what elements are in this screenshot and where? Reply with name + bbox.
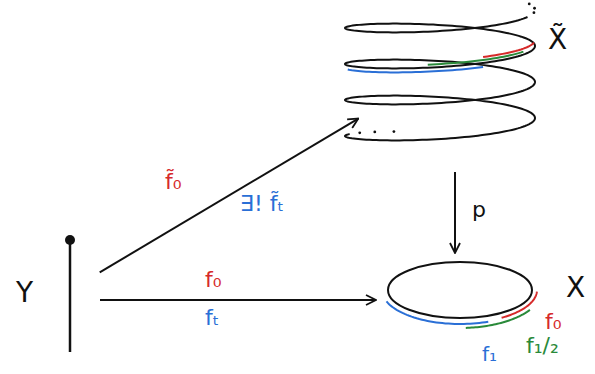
path-label: f₁ (482, 343, 497, 365)
map-label: f₀ (205, 268, 222, 292)
interval-space: Y (8, 232, 98, 356)
continuation-dot (373, 131, 376, 134)
path-label: f₀ (545, 310, 562, 334)
map-arrow (100, 299, 376, 301)
base-point (65, 235, 75, 245)
unique-lift-label: ∃! f̃ₜ (240, 192, 284, 216)
map-label: f̃₀ (165, 170, 182, 194)
circle-space (388, 262, 532, 318)
path-arc-green (466, 310, 530, 328)
space-label: Y (16, 278, 33, 309)
path-label: f₁/₂ (526, 334, 559, 358)
continuation-dot (533, 11, 536, 14)
lift-map-arrow (100, 119, 359, 273)
interval-figure (65, 235, 75, 352)
path-arc-blue (387, 301, 489, 324)
path-arc-red (502, 292, 537, 318)
lift-arc-blue (348, 67, 483, 72)
homotopy-label: fₜ (205, 306, 219, 330)
continuation-dot (358, 131, 361, 134)
projection-arrow (454, 172, 456, 253)
helix-curve (345, 17, 535, 140)
interval-line (69, 240, 72, 352)
covering-space: X̃ (360, 5, 588, 170)
lift-arc-green (428, 52, 524, 65)
continuation-dot (528, 2, 531, 5)
map-label: p (472, 198, 486, 222)
space-label: X̃ (548, 25, 567, 56)
continuation-dot (393, 130, 396, 133)
space-label: X (566, 273, 585, 304)
continuation-dots (358, 2, 536, 134)
continuation-dot (533, 7, 536, 10)
